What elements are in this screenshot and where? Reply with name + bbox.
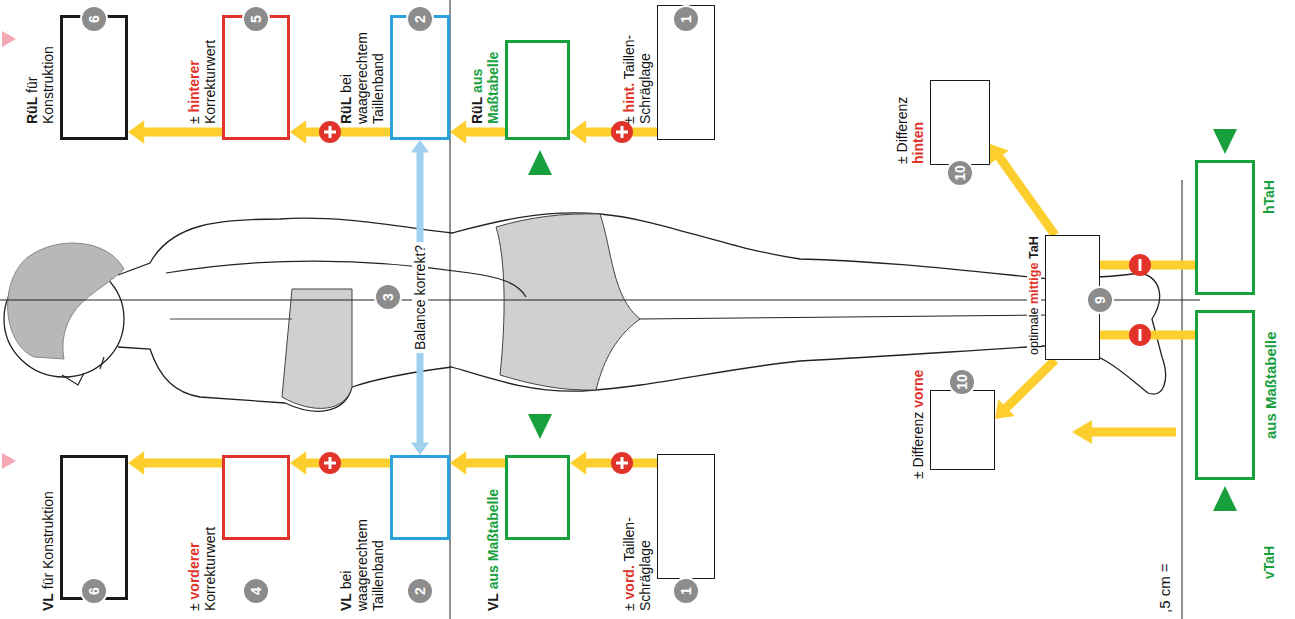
box-label: vTaH xyxy=(1261,519,1277,579)
connector-line xyxy=(999,156,1055,235)
box-label: ± hinterer Korrekturwert xyxy=(186,4,218,124)
callout-number: 2 xyxy=(406,577,434,605)
plus-symbol xyxy=(611,121,633,143)
box-label: ± Differenz hinten xyxy=(894,54,926,164)
plus-symbol xyxy=(319,452,341,474)
minus-symbol xyxy=(1129,254,1151,276)
green-arrow xyxy=(528,414,552,439)
pink-arrow xyxy=(2,453,16,469)
connector-line xyxy=(465,459,505,468)
box-label: ± vorderer Korrekturwert xyxy=(186,475,218,611)
callout-number: 1 xyxy=(672,577,700,605)
body-outline xyxy=(118,213,1166,411)
callout-number: 10 xyxy=(948,368,976,396)
box-label: optimale mittige TaH xyxy=(1027,228,1041,357)
table-label: aus Maßtabelle xyxy=(1262,331,1279,439)
arrow-head xyxy=(570,451,586,474)
face-profile xyxy=(62,357,104,385)
connector-line xyxy=(305,459,390,468)
correction-box: ± vorderer Korrekturwert xyxy=(222,455,290,540)
floor-line xyxy=(1182,180,1183,619)
box-label: RüL bei waagerechtem Taillenband xyxy=(338,4,386,124)
arrow-head xyxy=(411,442,429,455)
arrow-head xyxy=(411,140,429,153)
callout-number: 1 xyxy=(672,5,700,33)
box-label: RüL aus Maßtabelle xyxy=(469,4,501,124)
horizontal-band-box: VL bei waagerechtem Taillenband xyxy=(390,455,450,540)
waist-height-box: vTaH xyxy=(1195,310,1255,480)
connector xyxy=(570,451,657,474)
edge-label: Balance korrekt? xyxy=(412,242,428,353)
connector-line xyxy=(143,459,222,468)
leg-line xyxy=(640,315,1050,319)
difference-box: ± Differenz hinten xyxy=(930,80,990,165)
waist-height-box: hTaH xyxy=(1195,160,1255,295)
plus-symbol xyxy=(611,452,633,474)
callout-number: 2 xyxy=(406,5,434,33)
connector xyxy=(290,451,390,474)
arrow-head xyxy=(990,144,1009,164)
difference-box: ± Differenz vorne xyxy=(930,390,995,470)
yellow-arrow-head xyxy=(1072,420,1092,444)
plumb-line xyxy=(0,300,1200,301)
connector xyxy=(990,144,1055,235)
arrow-head xyxy=(570,120,586,143)
connector-line xyxy=(143,128,222,137)
box-label: ± Differenz vorne xyxy=(910,369,926,479)
connector xyxy=(411,140,429,455)
arrow-head xyxy=(290,120,306,143)
plus-symbol xyxy=(319,121,341,143)
callout-number: 10 xyxy=(946,159,974,187)
connector-line xyxy=(465,128,505,137)
arrow-head xyxy=(128,451,144,474)
connector xyxy=(995,360,1055,419)
dimension-note: ,5 cm = xyxy=(1156,563,1173,613)
connector-line xyxy=(305,128,390,137)
arrow-head xyxy=(450,120,466,143)
minus-symbol xyxy=(1129,324,1151,346)
callout-number: 9 xyxy=(1086,286,1114,314)
callout-number: 5 xyxy=(242,5,270,33)
callout-number: 6 xyxy=(80,577,108,605)
box-label: VL bei waagerechtem Taillenband xyxy=(338,475,386,611)
connector xyxy=(450,451,505,474)
bra-strap xyxy=(170,319,292,320)
connector xyxy=(128,451,222,474)
arrow-head xyxy=(995,399,1015,419)
callout-number: 6 xyxy=(80,5,108,33)
construction-box: RüL für Konstruktion xyxy=(60,15,128,140)
arm xyxy=(166,261,526,297)
table-value-box: VL aus Maßtabelle xyxy=(505,455,570,540)
arrow-head xyxy=(450,451,466,474)
green-arrow xyxy=(528,150,552,175)
bra xyxy=(282,289,352,408)
yellow-arrow xyxy=(1090,428,1176,437)
hair xyxy=(8,243,124,359)
green-arrow xyxy=(1213,129,1237,154)
underwear xyxy=(496,214,640,390)
table-value-box: RüL aus Maßtabelle xyxy=(505,40,570,140)
green-arrow xyxy=(1213,486,1237,511)
slope-box: ± vord. Taillen- Schräglage xyxy=(657,454,715,579)
box-label: RüL für Konstruktion xyxy=(24,4,56,124)
connector-line xyxy=(1006,360,1055,408)
callout-number: 3 xyxy=(374,283,402,311)
pink-arrow xyxy=(2,31,16,47)
box-label: VL aus Maßtabelle xyxy=(485,475,501,611)
box-label: hTaH xyxy=(1261,154,1277,214)
callout-number: 4 xyxy=(242,577,270,605)
correction-box: ± hinterer Korrekturwert xyxy=(222,15,290,140)
box-label: ± vord. Taillen- Schräglage xyxy=(621,475,653,611)
box-label: ± hint. Taillen- Schräglage xyxy=(621,4,653,124)
horizontal-band-box: RüL bei waagerechtem Taillenband xyxy=(390,15,450,140)
arrow-head xyxy=(128,120,144,143)
box-label: VL für Konstruktion xyxy=(40,475,56,611)
arrow-head xyxy=(290,451,306,474)
